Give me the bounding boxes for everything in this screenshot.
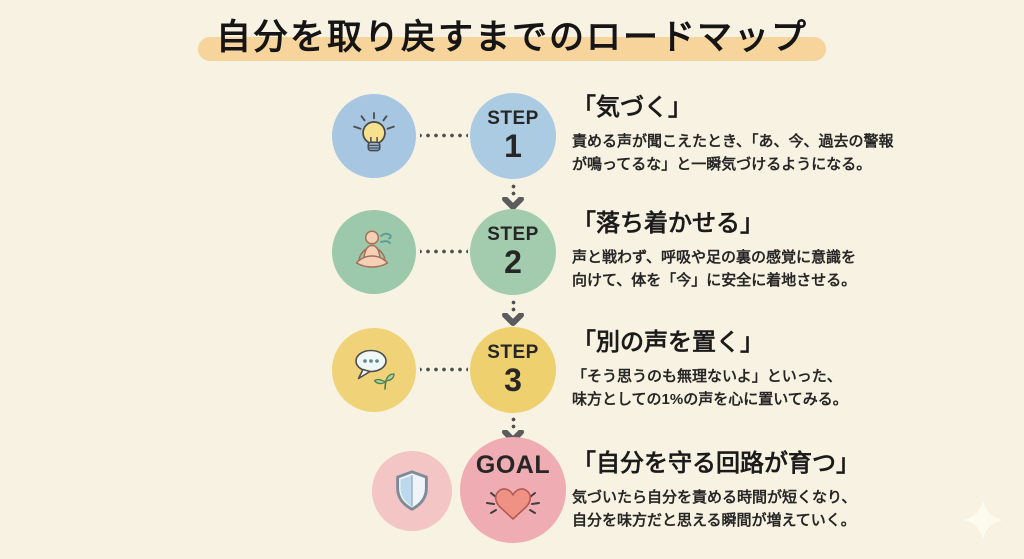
goal-text: 「自分を守る回路が育つ」 気づいたら自分を責める時間が短くなり、 自分を味方だと…: [572, 450, 992, 532]
title-highlight: [197, 37, 826, 61]
arrow-dots: [510, 299, 516, 313]
goal-badge: GOAL: [460, 437, 566, 543]
speech-bubble-icon: [355, 349, 395, 390]
page-title: 自分を取り戻すまでのロードマップ: [0, 14, 1024, 62]
chevron-down-icon: [502, 313, 524, 326]
step2-badge: STEP 2: [470, 209, 556, 295]
step3-icon-circle: [332, 328, 416, 412]
goal-heading: 「自分を守る回路が育つ」: [572, 450, 860, 477]
shield-icon: [396, 470, 428, 511]
step1-desc-line1: 責める声が聞こえたとき、「あ、今、過去の警報: [572, 132, 894, 150]
heart-icon: [486, 487, 540, 520]
step2-icon-circle: [332, 210, 416, 294]
step1-badge: STEP 1: [470, 93, 556, 179]
step1-desc-line2: が鳴ってるな」と一瞬気づけるようになる。: [572, 155, 872, 173]
step2-label: STEP: [487, 224, 539, 246]
dotted-connector: [420, 367, 468, 372]
arrow-down: [501, 299, 525, 326]
step2-number: 2: [504, 244, 522, 281]
goal-label: GOAL: [475, 451, 551, 480]
dotted-connector: [420, 133, 468, 138]
chevron-down-icon: [502, 197, 524, 210]
step2-desc-line2: 向けて、体を「今」に安全に着地させる。: [572, 271, 857, 289]
step1-label: STEP: [487, 108, 539, 130]
sparkle-icon: [962, 499, 1004, 541]
step1-heading: 「気づく」: [572, 94, 692, 121]
step3-number: 3: [504, 362, 522, 399]
step1-text: 「気づく」 責める声が聞こえたとき、「あ、今、過去の警報 が鳴ってるな」と一瞬気…: [572, 94, 992, 176]
step1-number: 1: [504, 128, 522, 165]
step1-icon-circle: [332, 94, 416, 178]
meditation-icon: [355, 230, 392, 268]
step3-label: STEP: [487, 342, 539, 364]
step3-desc-line2: 味方としての1%の声を心に置いてみる。: [572, 390, 848, 408]
arrow-down: [501, 183, 525, 210]
goal-desc-line2: 自分を味方だと思える瞬間が増えていく。: [572, 511, 856, 529]
goal-shield-circle: [372, 451, 452, 531]
step3-heading: 「別の声を置く」: [572, 329, 764, 356]
step3-badge: STEP 3: [470, 327, 556, 413]
arrow-dots: [510, 183, 516, 197]
step3-desc-line1: 「そう思うのも無理ないよ」といった、: [572, 367, 842, 385]
title-text: 自分を取り戻すまでのロードマップ: [215, 18, 808, 57]
dotted-connector: [420, 249, 468, 254]
goal-desc-line1: 気づいたら自分を責める時間が短くなり、: [572, 488, 857, 506]
lightbulb-icon: [353, 112, 395, 152]
step2-desc-line1: 声と戦わず、呼吸や足の裏の感覚に意識を: [572, 248, 856, 266]
step2-heading: 「落ち着かせる」: [572, 210, 764, 237]
step3-text: 「別の声を置く」 「そう思うのも無理ないよ」といった、 味方としての1%の声を心…: [572, 329, 992, 411]
step2-text: 「落ち着かせる」 声と戦わず、呼吸や足の裏の感覚に意識を 向けて、体を「今」に安…: [572, 210, 992, 292]
arrow-dots: [510, 416, 516, 430]
